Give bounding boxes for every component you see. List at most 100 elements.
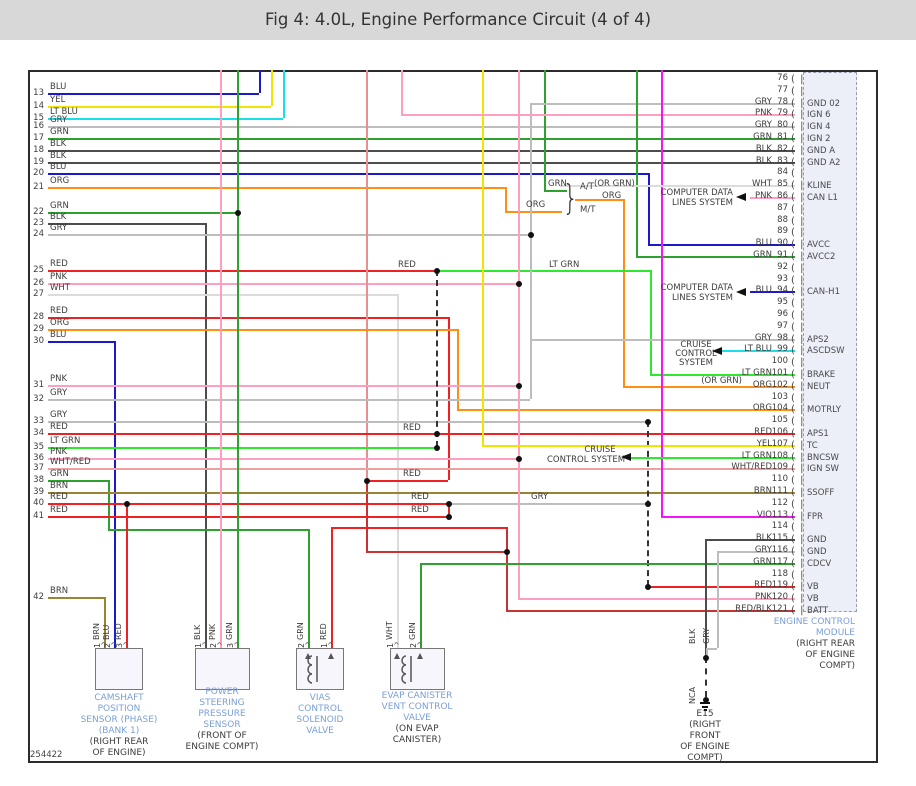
ground-symbol	[700, 702, 710, 704]
diagram-label: GRY	[531, 492, 549, 502]
ecm-pin-number: 89	[777, 226, 788, 236]
component-caption-line: SENSOR (PHASE)	[80, 715, 158, 725]
left-pin-number: 22	[33, 207, 44, 217]
wire-color-label: GRY	[50, 410, 68, 420]
component-caption-line: STEERING	[199, 698, 245, 708]
wire-segment	[448, 503, 647, 505]
solenoid-arrow-icon	[394, 653, 400, 659]
wire-segment	[48, 385, 518, 387]
wire-segment	[48, 283, 518, 285]
wire-color-label: BLK	[755, 144, 772, 154]
solenoid-coil-icon	[307, 655, 318, 684]
left-pin-number: 18	[33, 145, 44, 155]
vertical-wire-label: NCA	[688, 686, 697, 704]
ecm-pin-number: 102	[771, 380, 788, 390]
ecm-pin-number: 105	[771, 415, 788, 425]
ecm-pin-bracket: ( |	[791, 593, 805, 604]
ecm-pin-number: 115	[771, 533, 788, 543]
ecm-pin-bracket: ( |	[791, 570, 805, 581]
connector-fork-icon: ^	[304, 641, 311, 650]
ecm-pin-bracket: ( |	[791, 145, 805, 156]
wire-color-label: ORG	[50, 318, 70, 328]
ecm-pin-bracket: ( |	[791, 334, 805, 345]
component-caption-line: FRONT	[689, 731, 721, 741]
wire-segment	[48, 223, 205, 225]
ecm-pin-bracket: ( |	[791, 251, 805, 262]
wire-segment	[706, 648, 717, 650]
wire-color-label: YEL	[50, 95, 66, 105]
wire-segment	[366, 480, 448, 482]
diagram-label: GRN	[548, 179, 567, 189]
wire-segment	[48, 126, 795, 128]
ecm-pin-number: 76	[777, 73, 788, 83]
wire-segment	[636, 70, 638, 256]
wire-segment	[717, 551, 795, 553]
component-caption-line: SENSOR	[203, 720, 241, 730]
ecm-pin-number: 88	[777, 215, 788, 225]
wire-color-label: BLK	[50, 151, 67, 161]
ecm-signal-label: CAN L1	[807, 193, 838, 203]
wire-segment	[575, 199, 623, 201]
wire-segment	[48, 329, 457, 331]
wire-segment	[518, 598, 795, 600]
ecm-pin-number: 108	[771, 451, 788, 461]
connector-fork-icon: ^	[201, 641, 208, 650]
wire-color-label: WHT/RED	[50, 457, 91, 467]
component-caption-line: PRESSURE	[198, 709, 246, 719]
ecm-pin-bracket: ( |	[791, 322, 805, 333]
wire-segment	[271, 70, 273, 106]
vertical-wire-label: BLK	[688, 628, 697, 644]
wire-segment	[48, 492, 795, 494]
ecm-pin-bracket: ( |	[791, 558, 805, 569]
diagram-label: CONTROL SYSTEM	[546, 455, 626, 465]
ground-symbol	[703, 709, 707, 711]
ecm-signal-label: VB	[807, 594, 819, 604]
junction-dot	[516, 281, 522, 287]
camshaft-position-sensor-box	[95, 648, 143, 690]
ecm-signal-label: SSOFF	[807, 488, 835, 498]
component-caption-line: E15	[696, 709, 714, 719]
wire-color-label: GRN	[753, 132, 772, 142]
wire-segment	[48, 106, 271, 108]
wire-segment	[705, 657, 707, 697]
wire-segment	[650, 374, 795, 376]
wire-color-label: BLK	[50, 212, 67, 222]
ecm-pin-bracket: ( |	[791, 605, 805, 616]
diagram-label: RED	[403, 469, 421, 479]
left-pin-number: 26	[33, 278, 44, 288]
left-pin-number: 41	[33, 511, 44, 521]
wire-color-label: GRY	[754, 333, 772, 343]
component-caption-line: (BANK 1)	[98, 726, 140, 736]
diagram-code: 254422	[30, 750, 63, 760]
wire-segment	[623, 199, 625, 386]
wire-color-label: GRY	[754, 120, 772, 130]
wire-segment	[750, 197, 795, 199]
component-caption-line: OF ENGINE	[680, 742, 730, 752]
wire-segment	[48, 212, 237, 214]
diagram-label: RED	[411, 492, 429, 502]
page-title: Fig 4: 4.0L, Engine Performance Circuit …	[264, 10, 652, 29]
ecm-pin-number: 117	[771, 557, 788, 567]
solenoid-arrow-icon	[417, 653, 423, 659]
component-caption-line: ENGINE COMPT)	[185, 742, 259, 752]
ecm-pin-bracket: ( |	[791, 546, 805, 557]
ecm-pin-bracket: ( |	[791, 298, 805, 309]
wire-segment	[48, 433, 795, 435]
vias-control-solenoid-valve-box	[296, 648, 344, 690]
wire-color-label: LT GRN	[50, 436, 81, 446]
ecm-pin-bracket: ( |	[791, 310, 805, 321]
diagram-label: A/T	[580, 182, 594, 192]
wire-color-label: BLK	[755, 156, 772, 166]
diagram-label: RED	[411, 505, 429, 515]
wire-segment	[544, 190, 567, 192]
wire-color-label: GRY	[50, 223, 68, 233]
ecm-pin-number: 84	[777, 167, 788, 177]
wire-segment	[420, 563, 795, 565]
ecm-signal-label: ASCDSW	[807, 346, 845, 356]
ecm-pin-number: 98	[777, 333, 788, 343]
wire-segment	[48, 162, 795, 164]
ecm-pin-number: 81	[777, 132, 788, 142]
wire-segment	[397, 294, 399, 648]
junction-dot	[504, 549, 510, 555]
